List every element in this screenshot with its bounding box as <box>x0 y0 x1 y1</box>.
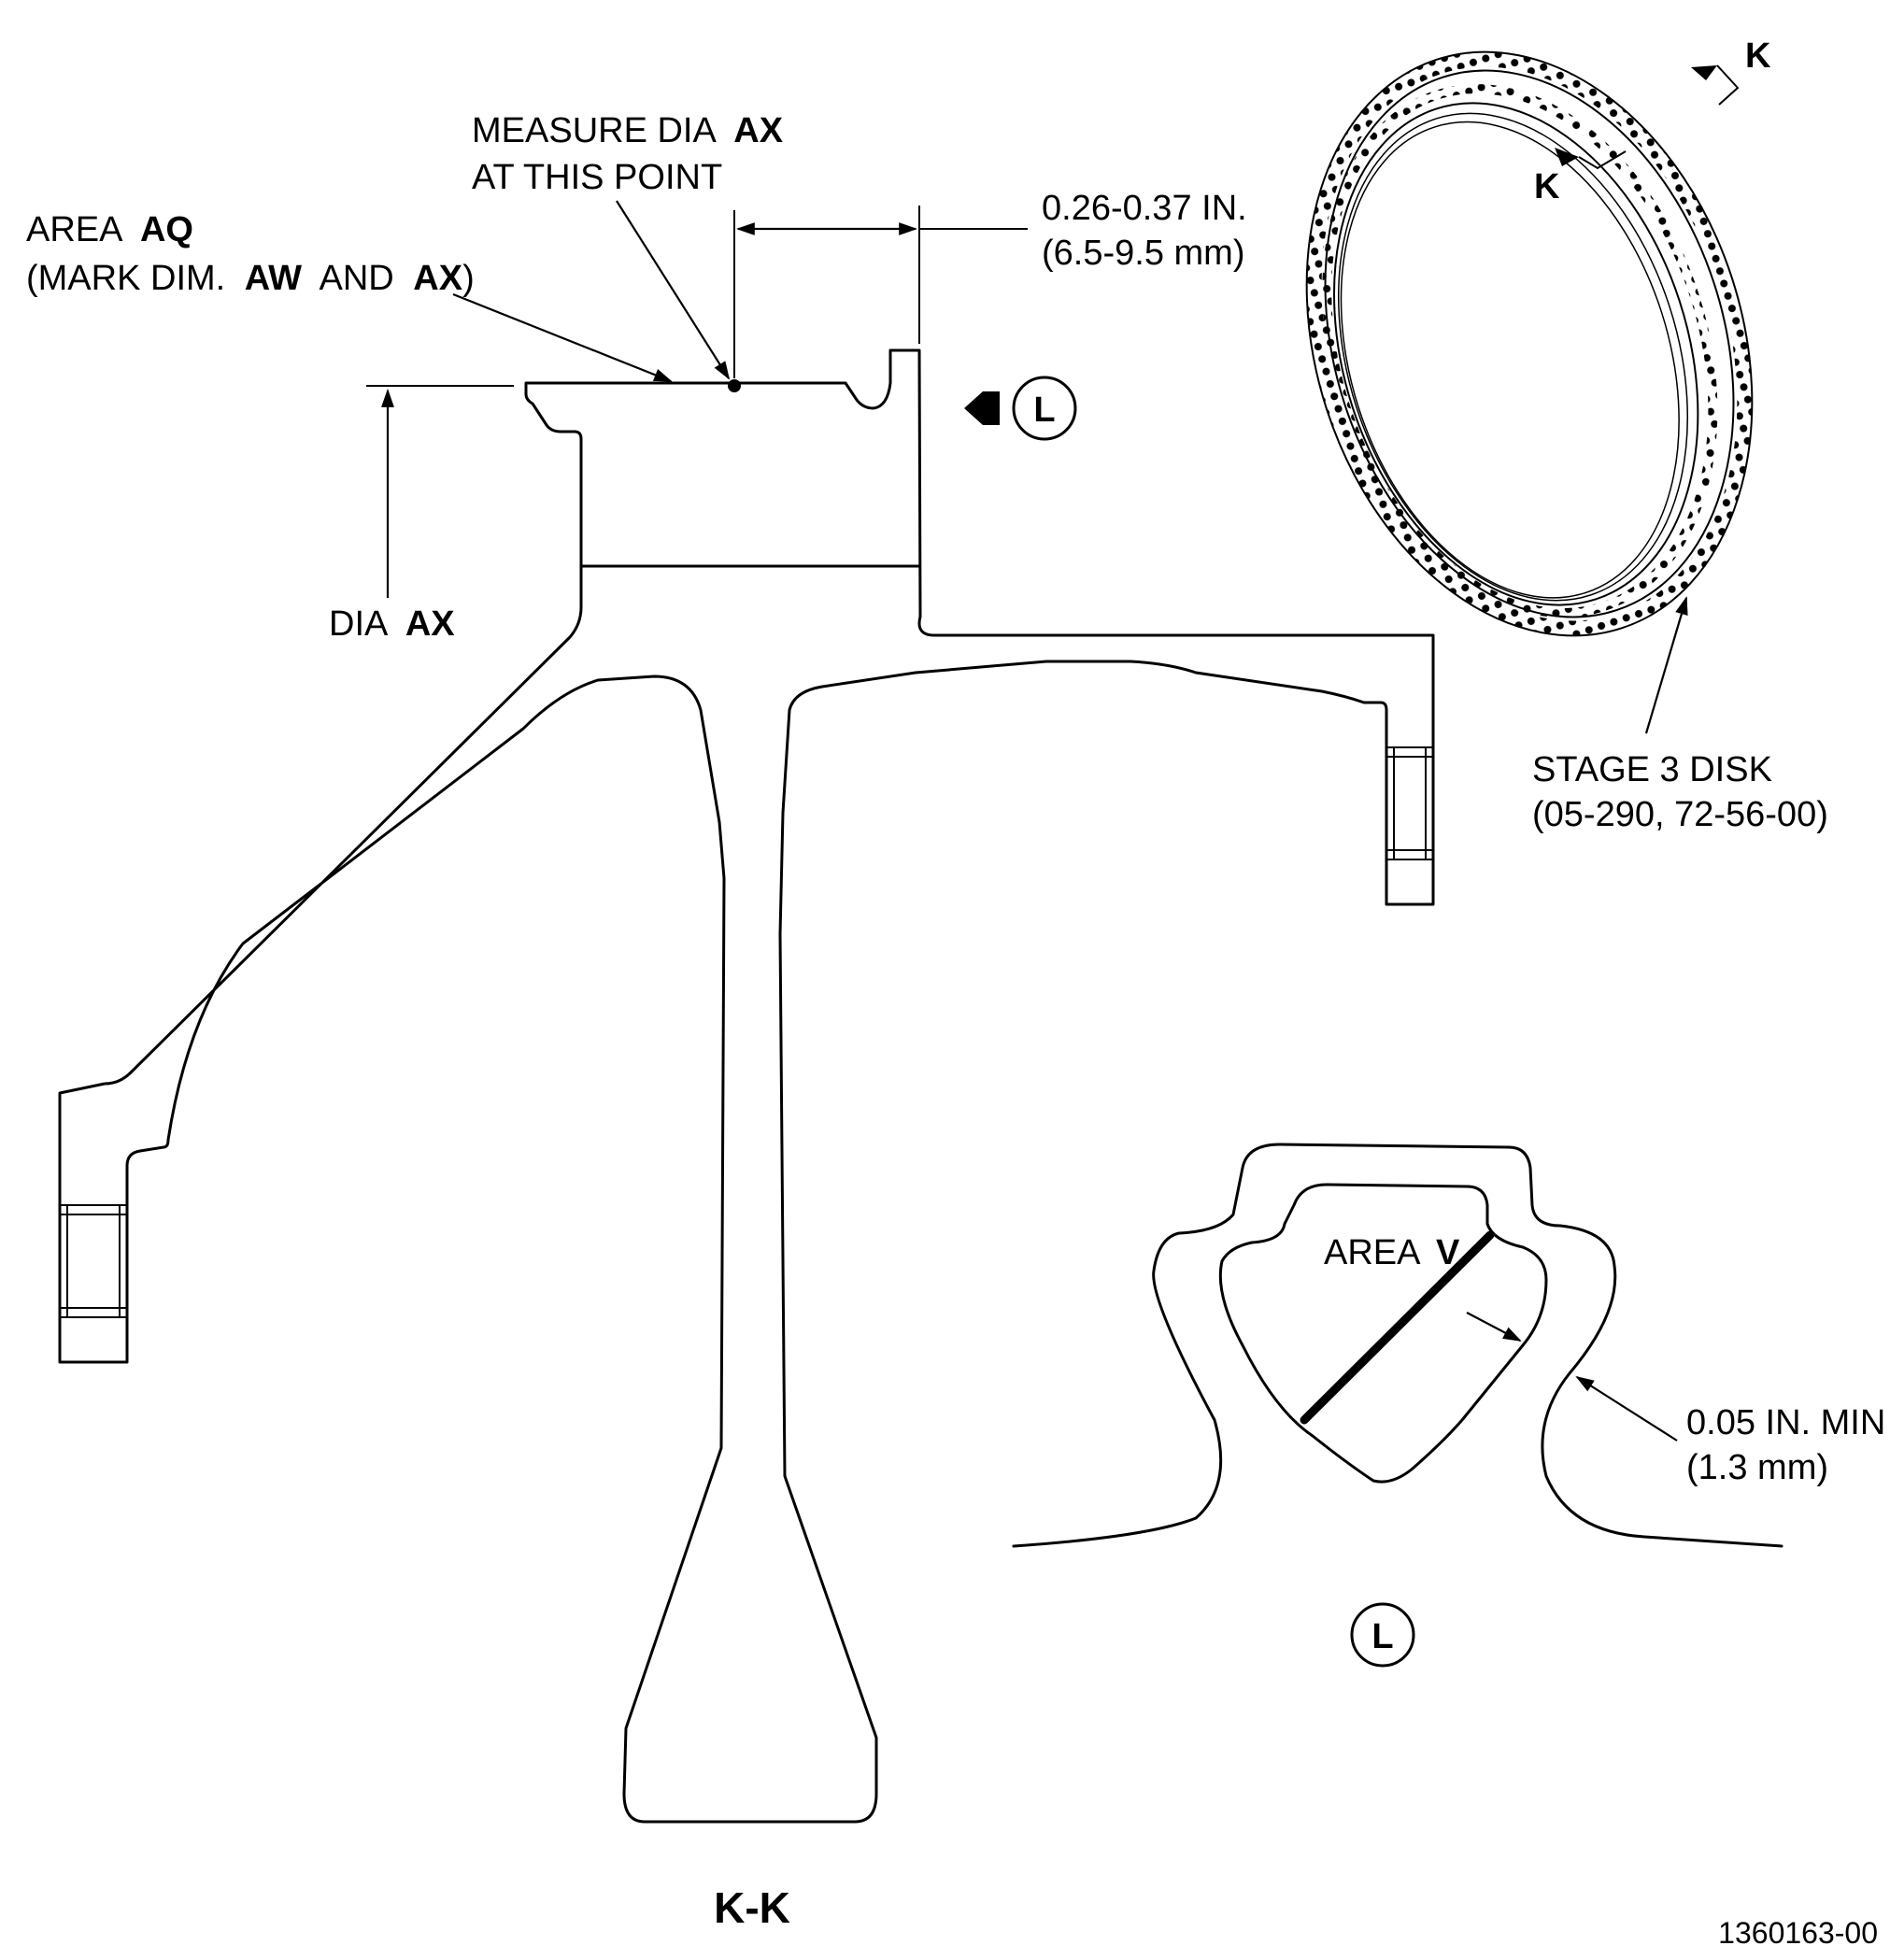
view-l-title-icon <box>1350 1602 1415 1668</box>
view-l-detail <box>1012 1143 1783 1548</box>
section-k-label-bottom: K <box>1534 167 1560 206</box>
section-cut-k-icon <box>1555 64 1740 170</box>
dia-code: AX <box>405 604 455 644</box>
area-v-label: AREA V <box>1324 1233 1460 1272</box>
disk-label-line2: (05-290, 72-56-00) <box>1532 795 1828 834</box>
dia-ax-label: DIA AX <box>329 604 455 644</box>
view-callout-l-text: L <box>1033 391 1055 430</box>
mark-and: AND <box>319 259 393 298</box>
mark-open: (MARK DIM. <box>26 259 225 298</box>
area-v-code: V <box>1436 1233 1460 1272</box>
section-title: K-K <box>714 1883 790 1932</box>
view-l-title: L <box>1371 1617 1393 1656</box>
mark-aw: AW <box>245 259 302 298</box>
min-label-mm: (1.3 mm) <box>1686 1448 1828 1487</box>
measure-code: AX <box>733 111 783 150</box>
figure-id: 1360163-00 <box>1718 1916 1878 1950</box>
measure-callout-line2: AT THIS POINT <box>472 158 722 197</box>
dia-prefix: DIA <box>329 604 389 644</box>
mark-ax: AX <box>413 259 462 298</box>
section-k-k-profile <box>58 348 1435 1824</box>
measure-point-dot-icon <box>728 379 741 392</box>
measure-text: MEASURE DIA <box>472 111 717 150</box>
area-v-prefix: AREA <box>1324 1233 1421 1272</box>
section-k-label-top: K <box>1745 36 1771 76</box>
stage-3-disk-illustration <box>1305 50 1754 637</box>
measure-callout: MEASURE DIA AX <box>472 111 784 150</box>
dimension-axial <box>733 206 1028 378</box>
area-aq-callout: AREA AQ <box>26 210 193 249</box>
mark-dim-callout: (MARK DIM. AW AND AX) <box>26 259 475 298</box>
disk-label-line1: STAGE 3 DISK <box>1532 750 1772 789</box>
mark-close: ) <box>462 259 475 298</box>
area-aq-prefix: AREA <box>26 210 123 249</box>
dim-label-inches: 0.26-0.37 IN. <box>1042 189 1247 228</box>
min-label-inches: 0.05 IN. MIN <box>1686 1403 1885 1442</box>
dim-label-mm: (6.5-9.5 mm) <box>1042 234 1244 273</box>
view-arrow-icon <box>964 391 1000 425</box>
view-callout-l-icon <box>1012 376 1077 441</box>
area-aq-code: AQ <box>140 210 193 249</box>
